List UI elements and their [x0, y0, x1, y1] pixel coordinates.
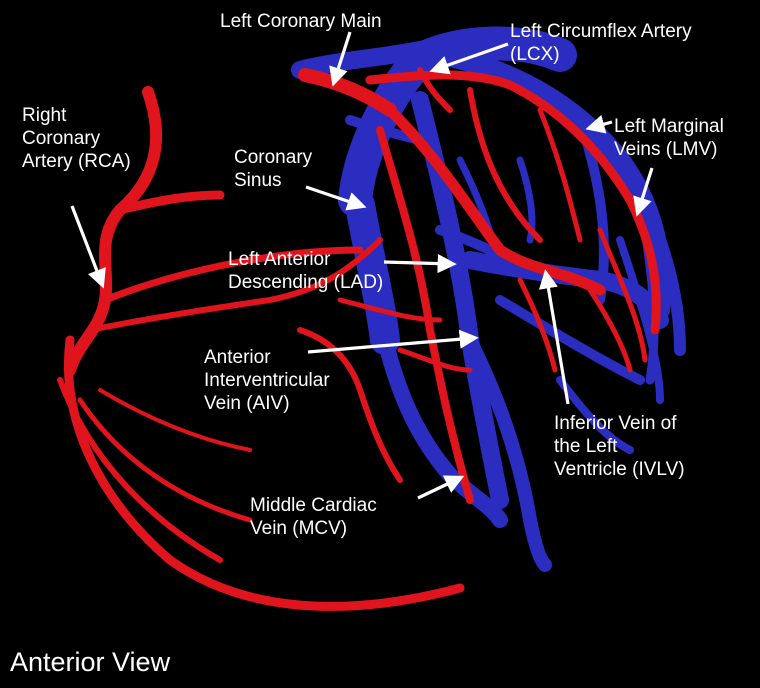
arrow-left-coronary-main: [329, 31, 352, 87]
arrow-coronary-sinus: [305, 185, 367, 211]
label-ivlv: Inferior Vein of the Left Ventricle (IVL…: [554, 413, 685, 480]
label-aiv: Anterior Interventricular Vein (AIV): [204, 347, 330, 414]
arrow-lmv: [585, 114, 613, 134]
arrow-ivlv: [538, 269, 570, 405]
view-caption: Anterior View: [10, 647, 171, 677]
arrow-lad: [383, 253, 457, 274]
pointer-arrows: [70, 31, 654, 500]
label-lmv: Left Marginal Veins (LMV): [614, 116, 724, 160]
label-rca: Right Coronary Artery (RCA): [22, 105, 131, 172]
arrow-rca: [70, 205, 106, 289]
arrow-lcx: [429, 42, 509, 75]
label-lcx: Left Circumflex Artery (LCX): [510, 21, 692, 65]
arrow-aiv: [307, 329, 479, 354]
label-left-coronary-main: Left Coronary Main: [220, 11, 382, 32]
label-mcv: Middle Cardiac Vein (MCV): [250, 495, 377, 539]
arrow-mcv: [417, 475, 465, 500]
arterial-tree: [57, 67, 661, 611]
label-lad: Left Anterior Descending (LAD): [228, 249, 384, 293]
arrow-lmv-2: [633, 167, 654, 217]
label-coronary-sinus: Coronary Sinus: [234, 147, 313, 191]
